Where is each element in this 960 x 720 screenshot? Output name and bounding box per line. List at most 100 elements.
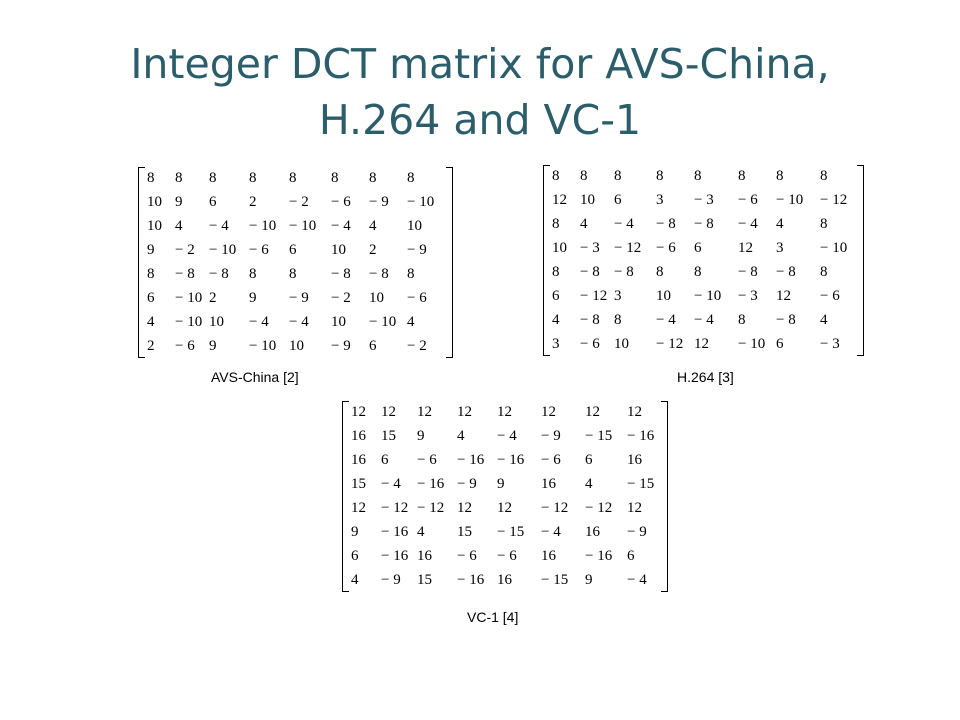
matrix-cell: 10 <box>331 242 346 259</box>
matrix-cell: 3 <box>656 192 664 209</box>
matrix-cell: 10 <box>580 192 595 209</box>
matrix-cell: 8 <box>331 170 339 187</box>
matrix-cell: 15 <box>381 428 396 445</box>
matrix-cell: 8 <box>369 170 377 187</box>
matrix-cell: − 8 <box>331 265 351 282</box>
matrix-cell: − 16 <box>457 571 485 588</box>
matrix-cell: − 16 <box>497 452 525 469</box>
matrix-cell: − 3 <box>738 287 758 304</box>
matrix-cell: − 3 <box>694 192 714 209</box>
matrix-cell: 10 <box>331 313 346 330</box>
matrix-cell: − 4 <box>627 571 647 588</box>
matrix-cell: 10 <box>552 240 567 257</box>
matrix-cell: 6 <box>381 452 389 469</box>
matrix-cell: 4 <box>417 523 425 540</box>
matrix-cell: 10 <box>656 287 671 304</box>
matrix-cell: − 12 <box>656 335 684 352</box>
matrix-cell: 8 <box>175 170 183 187</box>
matrix-cell: 3 <box>614 287 622 304</box>
matrix-cell: 9 <box>497 476 505 493</box>
matrix-cell: 2 <box>209 289 217 306</box>
matrix-cell: 16 <box>627 452 642 469</box>
matrix-cell: 4 <box>457 428 465 445</box>
matrix-cell: − 6 <box>738 192 758 209</box>
matrix-cell: 9 <box>175 194 183 211</box>
matrix-cell: − 6 <box>175 337 195 354</box>
matrix-cell: 9 <box>585 571 593 588</box>
matrix-cell: − 15 <box>627 476 655 493</box>
matrix-cell: − 4 <box>209 218 229 235</box>
matrix-cell: 8 <box>289 265 297 282</box>
matrix-cell: − 8 <box>209 265 229 282</box>
matrix-cell: 12 <box>351 499 366 516</box>
matrix-cell: 8 <box>147 265 155 282</box>
matrix-cell: − 9 <box>289 289 309 306</box>
matrix-cell: 8 <box>289 170 297 187</box>
matrix-cell: 6 <box>147 289 155 306</box>
matrix-cell: 16 <box>497 571 512 588</box>
vc1-caption: VC-1 [4] <box>467 609 519 625</box>
matrix-cell: 6 <box>627 547 635 564</box>
matrix-cell: 9 <box>417 428 425 445</box>
slide-title: Integer DCT matrix for AVS-China, H.264 … <box>0 36 960 148</box>
matrix-cell: 8 <box>656 263 664 280</box>
matrix-cell: − 16 <box>381 547 409 564</box>
matrix-cell: 16 <box>351 452 366 469</box>
matrix-cell: 10 <box>289 337 304 354</box>
matrix-cell: 6 <box>776 335 784 352</box>
matrix-cell: 12 <box>381 404 396 421</box>
matrix-cell: 15 <box>457 523 472 540</box>
matrix-cell: 3 <box>552 335 560 352</box>
matrix-cell: 6 <box>614 192 622 209</box>
matrix-cell: 4 <box>776 216 784 233</box>
matrix-cell: 8 <box>580 168 588 185</box>
matrix-cell: 15 <box>417 571 432 588</box>
matrix-cell: − 12 <box>541 499 569 516</box>
matrix-cell: 16 <box>541 476 556 493</box>
matrix-cell: − 10 <box>249 337 277 354</box>
matrix-cell: − 9 <box>627 523 647 540</box>
matrix-cell: − 4 <box>694 311 714 328</box>
matrix-cell: 6 <box>585 452 593 469</box>
matrix-cell: − 8 <box>175 265 195 282</box>
matrix-cell: − 12 <box>614 240 642 257</box>
matrix-cell: 4 <box>820 311 828 328</box>
matrix-cell: 10 <box>147 194 162 211</box>
matrix-cell: 8 <box>738 168 746 185</box>
matrix-cell: 8 <box>694 263 702 280</box>
matrix-cell: − 4 <box>738 216 758 233</box>
matrix-cell: − 9 <box>407 242 427 259</box>
matrix-cell: − 6 <box>580 335 600 352</box>
matrix-cell: 9 <box>249 289 257 306</box>
matrix-cell: 6 <box>369 337 377 354</box>
matrix-cell: 10 <box>209 313 224 330</box>
matrix-cell: 2 <box>249 194 257 211</box>
matrix-cell: 4 <box>147 313 155 330</box>
matrix-cell: 9 <box>209 337 217 354</box>
matrix-cell: − 8 <box>580 311 600 328</box>
matrix-cell: 8 <box>407 170 415 187</box>
matrix-cell: 8 <box>776 168 784 185</box>
matrix-cell: 12 <box>351 404 366 421</box>
matrix-cell: 8 <box>407 265 415 282</box>
matrix-cell: 8 <box>552 168 560 185</box>
matrix-cell: − 2 <box>175 242 195 259</box>
matrix-cell: − 2 <box>407 337 427 354</box>
matrix-cell: − 8 <box>776 311 796 328</box>
matrix-cell: 8 <box>820 263 828 280</box>
matrix-cell: − 6 <box>497 547 517 564</box>
matrix-cell: 9 <box>351 523 359 540</box>
matrix-cell: 12 <box>694 335 709 352</box>
matrix-cell: − 6 <box>331 194 351 211</box>
matrix-cell: − 4 <box>249 313 269 330</box>
matrix-cell: 8 <box>249 265 257 282</box>
matrix-cell: − 8 <box>580 263 600 280</box>
matrix-cell: − 8 <box>738 263 758 280</box>
matrix-cell: 3 <box>776 240 784 257</box>
matrix-cell: 9 <box>147 242 155 259</box>
matrix-cell: − 8 <box>694 216 714 233</box>
matrix-cell: 16 <box>351 428 366 445</box>
matrix-cell: − 4 <box>331 218 351 235</box>
